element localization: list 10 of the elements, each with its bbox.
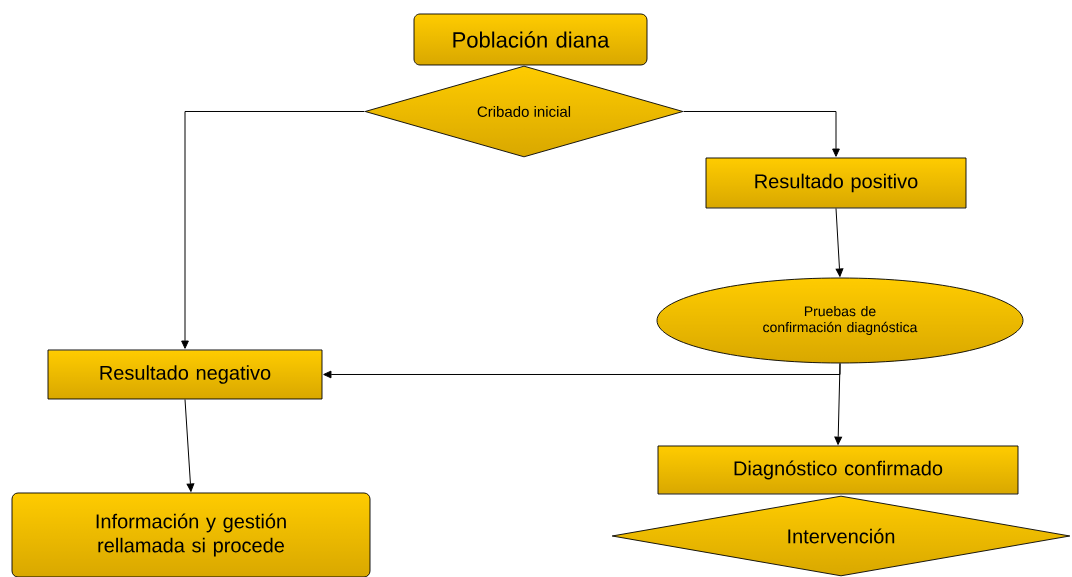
process-box: Resultado negativo [47, 349, 323, 400]
process-box: Información y gestión rellamada si procede [11, 492, 371, 577]
process-box: Población diana [413, 13, 648, 66]
arrow [184, 398, 195, 492]
arrow [835, 207, 844, 277]
arrow [181, 111, 366, 349]
arrow [682, 111, 840, 157]
process-box: Resultado positivo [705, 157, 967, 209]
process-box: Diagnóstico confirmado [657, 445, 1019, 495]
arrow [834, 362, 843, 445]
